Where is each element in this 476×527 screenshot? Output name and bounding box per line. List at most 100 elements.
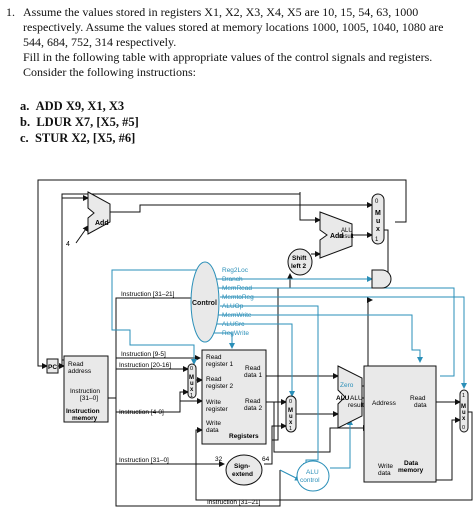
svg-text:1: 1	[190, 393, 193, 399]
instruction-memory: Read address Instruction [31–0] Instruct…	[63, 355, 109, 423]
instruction-item-c: c. STUR X2, [X5, #6]	[20, 131, 136, 145]
pc-adder-label: Add	[95, 220, 109, 227]
branch-and-gate	[371, 269, 392, 289]
svg-text:Write: Write	[206, 420, 221, 427]
signal-reg2loc: Reg2Loc	[222, 267, 249, 274]
svg-text:Read: Read	[206, 354, 222, 361]
svg-text:ALU: ALU	[306, 469, 319, 476]
pc-register: PC	[46, 358, 59, 374]
signal-branch: Branch	[222, 276, 243, 283]
svg-text:left 2: left 2	[291, 263, 307, 270]
sign-extend: Sign- extend 32 64	[215, 454, 270, 486]
svg-text:memory: memory	[398, 467, 424, 474]
svg-text:x: x	[376, 226, 380, 233]
svg-text:[31–0]: [31–0]	[80, 395, 98, 402]
svg-text:u: u	[190, 381, 194, 387]
svg-text:data 2: data 2	[244, 405, 262, 412]
pc-adder: Add	[87, 191, 111, 235]
svg-text:Instruction [31–21]: Instruction [31–21]	[207, 499, 261, 506]
instruction-item-a: a. ADD X9, X1, X3	[20, 99, 125, 113]
svg-text:Data: Data	[404, 460, 418, 467]
svg-text:Instruction: Instruction	[70, 388, 100, 395]
svg-text:Read: Read	[245, 365, 261, 372]
shift-left-2: Shift left 2	[287, 248, 313, 276]
svg-text:0: 0	[462, 425, 465, 431]
svg-text:Sign-: Sign-	[234, 463, 250, 470]
svg-text:Instruction [31–0]: Instruction [31–0]	[119, 457, 169, 464]
svg-text:data: data	[206, 427, 219, 434]
question-line-3: 544, 684, 752, 314 respectively.	[23, 35, 177, 49]
svg-text:32: 32	[215, 456, 223, 463]
svg-text:Registers: Registers	[229, 433, 259, 440]
svg-text:x: x	[462, 416, 466, 422]
pc-source-mux: 0 M u x 1	[371, 193, 385, 245]
svg-text:Read: Read	[245, 398, 261, 405]
svg-text:64: 64	[262, 456, 270, 463]
svg-text:M: M	[461, 404, 466, 410]
svg-text:data: data	[414, 402, 427, 409]
svg-text:u: u	[462, 410, 466, 416]
svg-text:Address: Address	[372, 400, 397, 407]
svg-text:1: 1	[375, 237, 379, 243]
svg-text:x: x	[289, 420, 293, 426]
question-body: Assume the values stored in registers X1…	[23, 5, 468, 80]
branch-adder-alu: Add ALU result	[319, 211, 354, 259]
signal-alusrc: ALUSrc	[222, 321, 245, 328]
signal-memtoreg: MemtoReg	[222, 294, 254, 301]
constant-four: 4	[66, 241, 70, 248]
control-unit: Control	[190, 261, 220, 343]
svg-text:ALU: ALU	[350, 395, 363, 402]
svg-text:x: x	[190, 387, 194, 393]
svg-text:0: 0	[190, 366, 193, 372]
svg-text:register 2: register 2	[206, 383, 233, 390]
svg-text:ALU: ALU	[341, 228, 353, 234]
question-line-1: Assume the values stored in registers X1…	[23, 5, 419, 19]
question-text: 1. Assume the values stored in registers…	[6, 5, 468, 80]
data-memory: Address Read data Write data Data memory	[363, 365, 437, 483]
signal-regwrite: RegWrite	[222, 330, 249, 337]
svg-text:Instruction [9-5]: Instruction [9-5]	[121, 351, 166, 358]
svg-text:Add: Add	[330, 233, 344, 240]
alu-zero-label: Zero	[340, 382, 354, 389]
svg-text:Instruction [4-0]: Instruction [4-0]	[119, 409, 164, 416]
alu-control: ALU control	[296, 460, 330, 492]
svg-text:data: data	[378, 470, 391, 477]
svg-text:Write: Write	[206, 399, 221, 406]
signal-memwrite: MemWrite	[222, 312, 252, 319]
svg-text:Write: Write	[378, 463, 393, 470]
svg-text:Read: Read	[410, 395, 426, 402]
signal-memread: MemRead	[222, 285, 252, 292]
svg-text:Read: Read	[68, 361, 84, 368]
svg-text:M: M	[288, 408, 293, 414]
svg-text:data 1: data 1	[244, 372, 262, 379]
question-line-5: Consider the following instructions:	[23, 65, 196, 79]
svg-text:result: result	[348, 402, 364, 409]
svg-text:M: M	[375, 210, 381, 217]
reg2loc-mux: 0 M u x 1	[187, 363, 197, 399]
instruction-item-b: b. LDUR X7, [X5, #5]	[20, 115, 139, 129]
alusrc-mux: 0 M u x 1	[285, 395, 297, 433]
svg-text:memory: memory	[72, 415, 98, 422]
svg-text:Shift: Shift	[292, 255, 307, 262]
svg-text:u: u	[376, 218, 380, 225]
svg-text:0: 0	[289, 399, 292, 405]
instruction-field-labels: Instruction [31–21] Instruction [9-5] In…	[119, 291, 261, 506]
svg-text:1: 1	[462, 393, 465, 399]
svg-text:0: 0	[375, 199, 379, 205]
register-file: Read register 1 Read register 2 Write re…	[201, 349, 267, 445]
main-alu: Zero ALU ALU result	[336, 365, 364, 429]
svg-text:register 1: register 1	[206, 361, 233, 368]
svg-text:address: address	[68, 368, 92, 375]
question-line-4: Fill in the following table with appropr…	[23, 50, 433, 64]
svg-text:Instruction: Instruction	[66, 408, 100, 415]
svg-text:M: M	[189, 375, 194, 381]
svg-text:1: 1	[289, 426, 292, 432]
instruction-list: a. ADD X9, X1, X3 b. LDUR X7, [X5, #5] c…	[20, 98, 139, 146]
question-line-2: respectively. Assume the values stored a…	[23, 20, 444, 34]
svg-text:u: u	[289, 414, 293, 420]
pc-label: PC	[48, 364, 57, 371]
svg-text:extend: extend	[232, 471, 253, 478]
svg-text:Instruction [31–21]: Instruction [31–21]	[121, 291, 175, 298]
svg-text:Instruction [20-16]: Instruction [20-16]	[119, 362, 171, 369]
